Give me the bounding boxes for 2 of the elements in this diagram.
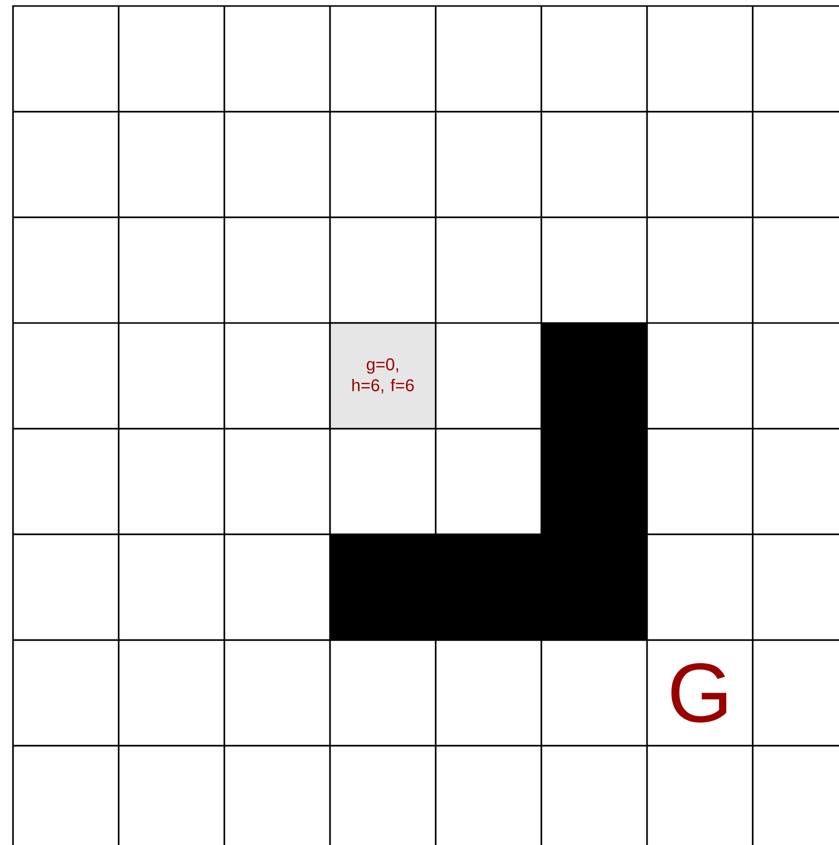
start-cell: g=0, h=6, f=6 [329,322,436,430]
goal-label: G [671,663,726,723]
